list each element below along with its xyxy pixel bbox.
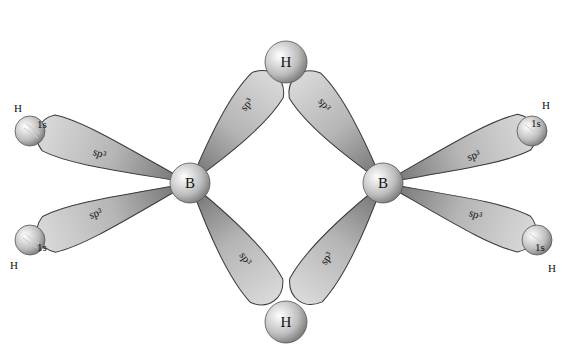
orbital-hatching (23, 124, 544, 248)
orbital-label: 1s (37, 242, 47, 253)
h-atom-sphere (517, 116, 547, 146)
h-atom-sphere (522, 225, 552, 255)
orbital-label: 1s (531, 118, 541, 129)
atom-label: H (542, 100, 550, 111)
atom-sphere-shape (170, 163, 210, 203)
atom-label: H (548, 263, 556, 274)
atom-sphere-shape (265, 301, 307, 343)
bridge-hydrogen-atom: H (264, 300, 308, 344)
atom-label: H (10, 260, 18, 271)
atom-symbol: B (378, 176, 388, 191)
orbital-label: 1s (37, 119, 47, 130)
sp3-lobe (281, 62, 400, 196)
boron-atom: B (362, 162, 404, 204)
bridge-hydrogen-atom: H (264, 40, 308, 84)
atom-symbol: H (281, 55, 292, 70)
atom-symbol: H (281, 315, 292, 330)
atom-sphere-shape (363, 163, 403, 203)
sp3-lobe (174, 62, 292, 196)
orbital-label: 1s (535, 242, 545, 253)
atom-sphere-shape (265, 41, 307, 83)
atom-label: H (14, 103, 22, 114)
boron-atom: B (169, 162, 211, 204)
atom-symbol: B (185, 176, 195, 191)
